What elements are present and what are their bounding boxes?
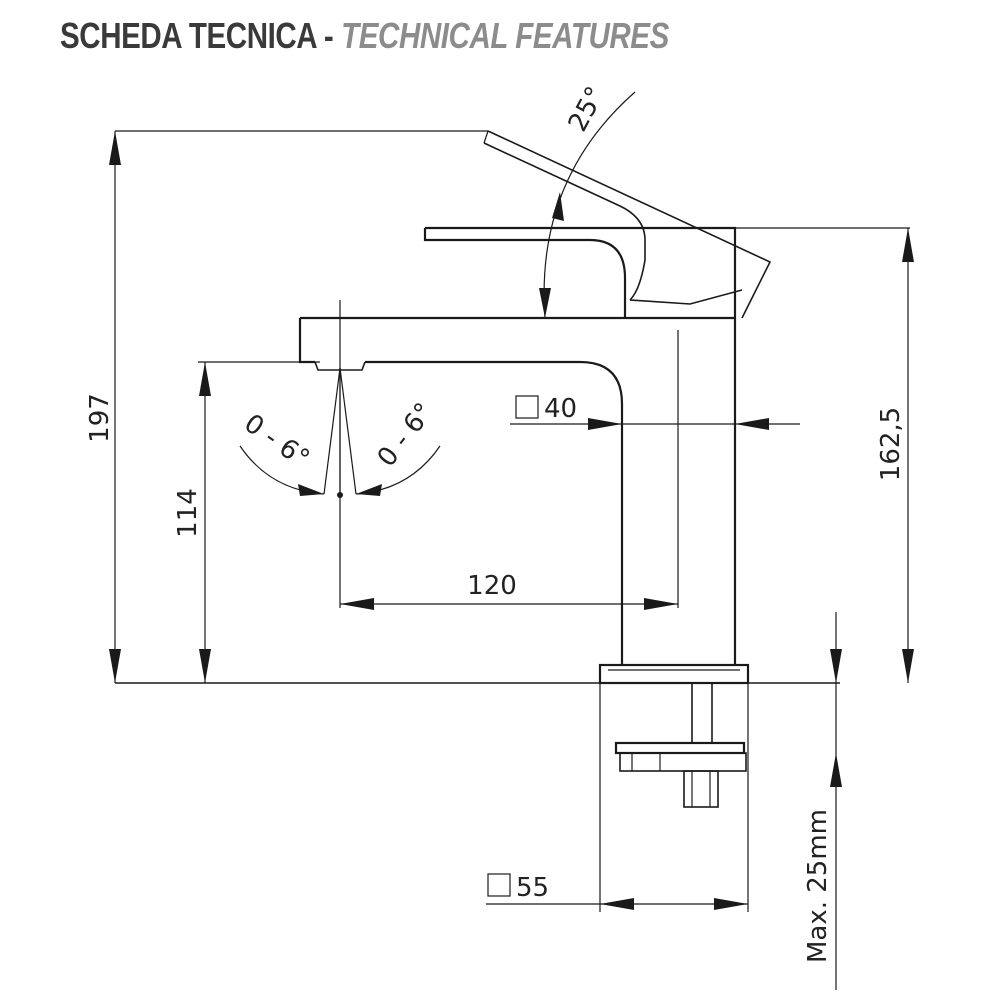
label-114: 114 [173,488,203,538]
lever-angle-mark [539,91,636,319]
title-english: TECHNICAL FEATURES [341,15,669,56]
dim-120 [340,598,678,610]
lever-handle [423,130,772,319]
spray-angle-marks [239,367,441,498]
label-spray-right: 0 - 6° [372,397,440,472]
page-title: SCHEDA TECNICA - TECHNICAL FEATURES [60,8,798,64]
dim-55 [486,873,748,910]
label-120: 120 [467,571,517,601]
dim-197 [109,131,121,683]
label-55: 55 [516,873,549,903]
label-max-25mm: Max. 25mm [803,809,833,963]
label-197: 197 [85,393,115,443]
mounting-assembly [599,682,749,912]
label-162-5: 162,5 [876,407,906,481]
label-40: 40 [544,394,577,424]
dim-max-25mm [830,612,842,990]
title-separator: - [316,15,342,56]
label-25-degrees: 25° [563,82,611,137]
dim-162-5 [902,228,914,683]
faucet-body [298,316,750,685]
label-spray-left: 0 - 6° [238,409,314,475]
dim-114 [199,362,211,683]
title-italian: SCHEDA TECNICA [60,15,317,56]
dim-40 [510,395,800,430]
